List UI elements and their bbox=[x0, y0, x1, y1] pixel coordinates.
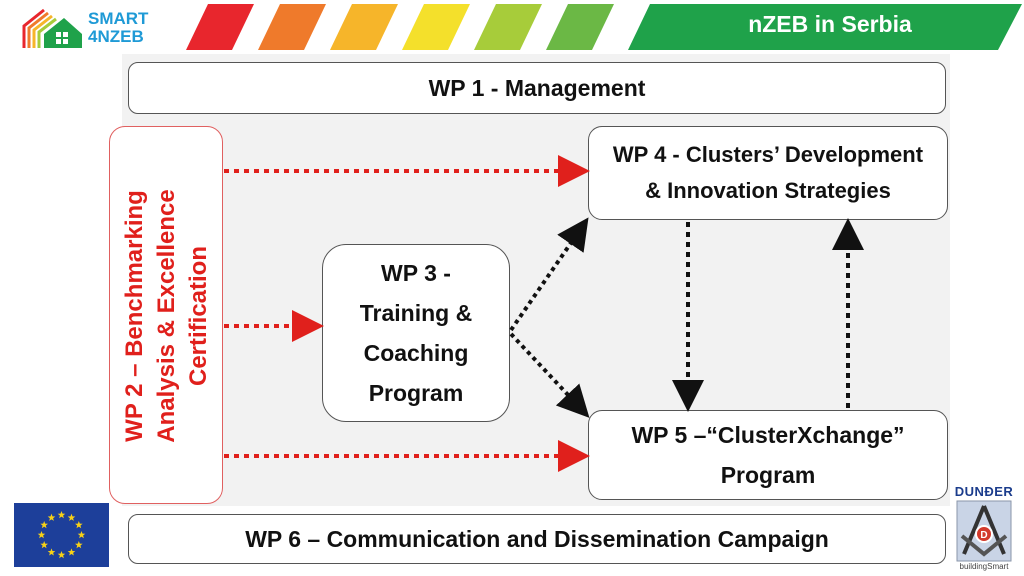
stripe-1 bbox=[258, 4, 326, 50]
svg-text:D: D bbox=[980, 530, 987, 541]
stripe-5 bbox=[546, 4, 614, 50]
eu-star bbox=[75, 541, 83, 549]
stripe-0 bbox=[186, 4, 254, 50]
eu-star bbox=[75, 521, 83, 529]
eu-star bbox=[40, 521, 48, 529]
wp1-management-box: WP 1 - Management bbox=[128, 62, 946, 114]
wp4-clusters-development-box: WP 4 - Clusters’ Development & Innovatio… bbox=[588, 126, 948, 220]
eu-star bbox=[67, 548, 76, 556]
wp2-benchmarking-box: WP 2 – Benchmarking Analysis & Excellenc… bbox=[109, 126, 223, 504]
house-icon bbox=[22, 8, 82, 48]
eu-star bbox=[47, 548, 56, 556]
eu-star bbox=[47, 513, 56, 521]
wp6-communication-box: WP 6 – Communication and Dissemination C… bbox=[128, 514, 946, 564]
color-stripes-banner bbox=[186, 4, 1022, 50]
eu-star bbox=[57, 511, 66, 519]
logo-text: SMART 4NZEB bbox=[88, 9, 149, 46]
stripe-2 bbox=[330, 4, 398, 50]
stripe-3 bbox=[402, 4, 470, 50]
wp2-label: WP 2 – Benchmarking Analysis & Excellenc… bbox=[121, 189, 212, 443]
smart4nzeb-logo: SMART 4NZEB bbox=[20, 4, 170, 52]
stripe-6 bbox=[628, 4, 1022, 50]
page-title: nZEB in Serbia bbox=[748, 11, 912, 37]
eu-star bbox=[77, 531, 86, 539]
compass-square-icon: D bbox=[956, 500, 1012, 562]
partner-logo-title: DUNĐER bbox=[954, 484, 1014, 499]
eu-star bbox=[57, 551, 66, 559]
dunder-partner-logo: DUNĐER D buildingSmart bbox=[948, 484, 1020, 574]
eu-star bbox=[40, 541, 48, 549]
partner-logo-subtitle: buildingSmart bbox=[959, 562, 1009, 571]
eu-flag-icon bbox=[14, 503, 109, 567]
wp5-clusterxchange-box: WP 5 –“ClusterXchange” Program bbox=[588, 410, 948, 500]
stripe-4 bbox=[474, 4, 542, 50]
wp3-training-coaching-box: WP 3 - Training & Coaching Program bbox=[322, 244, 510, 422]
eu-star bbox=[37, 531, 46, 539]
eu-star bbox=[67, 513, 76, 521]
